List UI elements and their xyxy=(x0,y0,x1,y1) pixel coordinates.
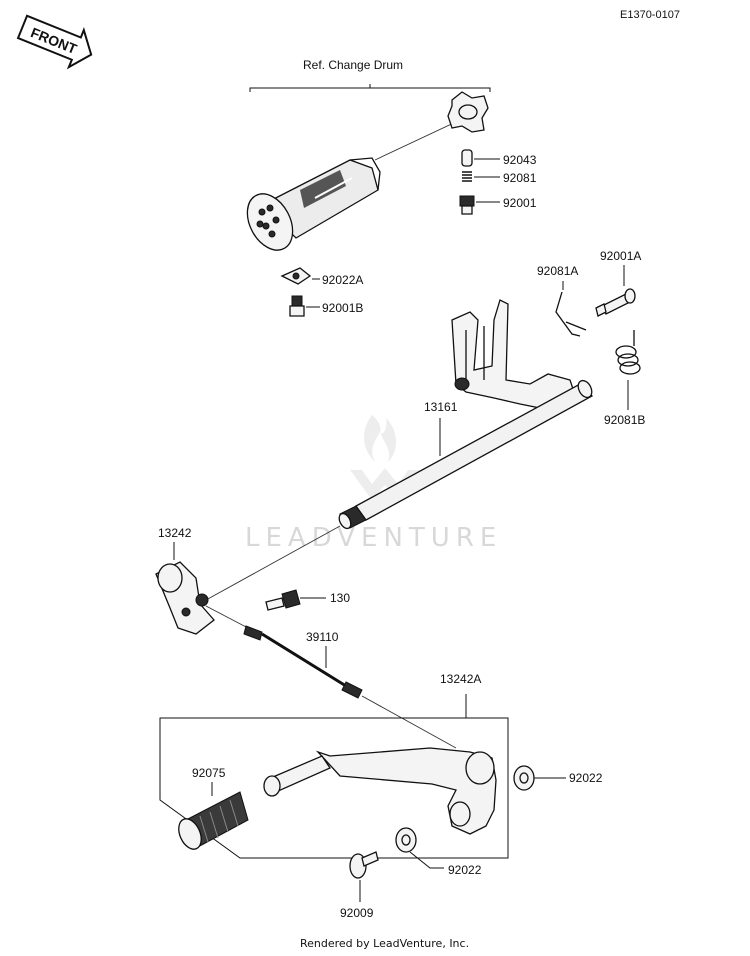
shift-shaft xyxy=(338,299,594,530)
drum-plate-and-bolt xyxy=(280,267,320,317)
tie-rod xyxy=(205,605,457,749)
footer-credit: Rendered by LeadVenture, Inc. xyxy=(300,937,469,950)
label-130: 130 xyxy=(330,591,350,605)
ref-change-drum-label: Ref. Change Drum xyxy=(303,58,403,72)
ref-bracket xyxy=(249,84,491,92)
label-13242A: 13242A xyxy=(440,672,481,686)
figure-code: E1370-0107 xyxy=(620,9,680,21)
label-92001B: 92001B xyxy=(322,301,363,315)
label-13242: 13242 xyxy=(158,526,192,540)
label-13161: 13161 xyxy=(424,400,458,414)
label-92043: 92043 xyxy=(503,153,537,167)
change-drum xyxy=(246,91,489,251)
washer-lower xyxy=(395,827,417,853)
pivot-bolt xyxy=(349,851,379,879)
label-39110: 39110 xyxy=(306,630,339,644)
label-92022A: 92022A xyxy=(322,273,363,287)
label-92081A: 92081A xyxy=(537,264,578,278)
label-92001: 92001 xyxy=(503,196,537,210)
label-92001A: 92001A xyxy=(600,249,641,263)
label-92081B: 92081B xyxy=(604,413,645,427)
front-arrow-icon: FRONT xyxy=(16,14,93,70)
tie-rod-joint xyxy=(155,525,341,635)
watermark-text: LEADVENTURE xyxy=(245,523,502,553)
label-92022-upper: 92022 xyxy=(569,771,603,785)
label-92009: 92009 xyxy=(340,906,374,920)
label-92081: 92081 xyxy=(503,171,537,185)
shift-pedal xyxy=(263,747,497,835)
label-92022-lower: 92022 xyxy=(448,863,482,877)
pedal-rubber xyxy=(178,791,249,850)
return-spring-and-pin xyxy=(555,288,636,337)
washer-upper xyxy=(513,765,535,791)
coil-spring xyxy=(615,330,641,375)
bolt-130 xyxy=(265,589,301,611)
detent-pin-stack xyxy=(459,149,500,215)
label-92075: 92075 xyxy=(192,766,226,780)
